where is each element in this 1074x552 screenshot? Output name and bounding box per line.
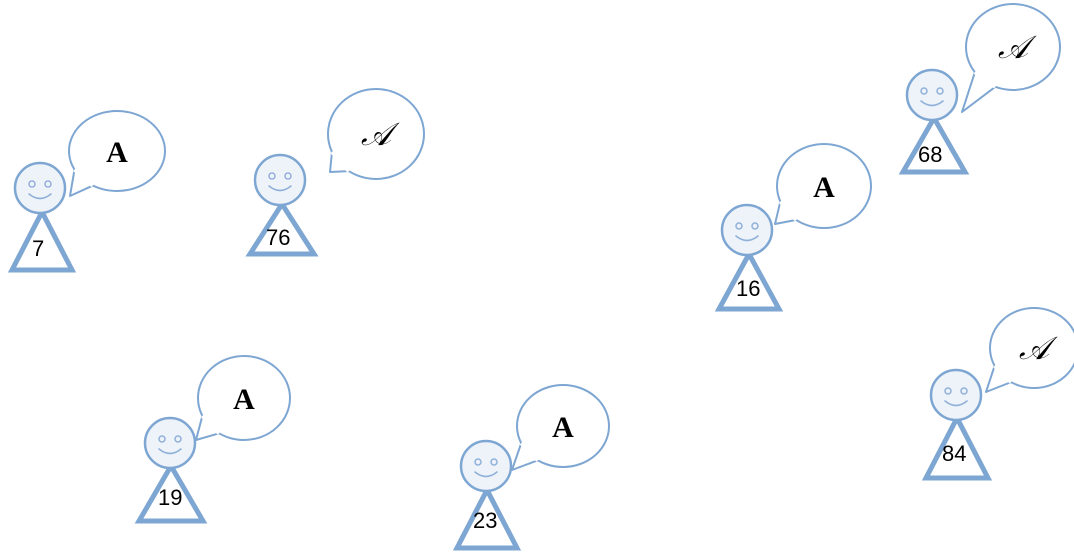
triangle-body-icon bbox=[7, 206, 77, 273]
speech-bubble-icon bbox=[195, 355, 291, 441]
speech-bubble-icon bbox=[68, 110, 166, 197]
smiley-face-icon bbox=[905, 68, 959, 122]
figure-number: 16 bbox=[736, 276, 760, 301]
speech-letter: A bbox=[552, 411, 574, 444]
speech-bubble-icon bbox=[774, 143, 872, 229]
speech-bubble-icon bbox=[511, 384, 610, 471]
triangle-body-icon bbox=[898, 112, 970, 175]
smiley-face-icon bbox=[13, 161, 67, 215]
smiley-face-icon bbox=[720, 203, 774, 257]
triangle-body-icon bbox=[714, 248, 784, 312]
speech-letter: A bbox=[233, 383, 255, 416]
figure: 𝒜84 bbox=[921, 307, 1074, 481]
figure-number: 23 bbox=[473, 508, 497, 533]
triangle-body-icon bbox=[134, 461, 208, 524]
figure: A 23 bbox=[452, 384, 610, 551]
figure-number: 19 bbox=[158, 485, 182, 510]
figure: A7 bbox=[7, 110, 166, 273]
speech-bubble-icon bbox=[985, 307, 1074, 393]
figure: A 16 bbox=[714, 143, 872, 312]
speech-bubble-icon bbox=[961, 3, 1061, 113]
speech-letter: A bbox=[813, 171, 835, 204]
triangle-body-icon bbox=[921, 412, 993, 481]
figure: 𝒜76 bbox=[245, 88, 425, 257]
figure-number: 7 bbox=[32, 236, 44, 261]
triangle-body-icon bbox=[452, 484, 522, 551]
figure-number: 84 bbox=[942, 441, 966, 466]
figure-number: 76 bbox=[266, 225, 290, 250]
smiley-face-icon bbox=[929, 368, 983, 422]
smiley-face-icon bbox=[459, 439, 513, 493]
smiley-face-icon bbox=[143, 416, 197, 470]
speech-bubble-icon bbox=[327, 88, 425, 180]
figure: A 19 bbox=[134, 355, 291, 524]
smiley-face-icon bbox=[253, 153, 307, 207]
speech-letter: A bbox=[106, 136, 128, 169]
figure: 𝒜68 bbox=[898, 3, 1061, 175]
triangle-body-icon bbox=[245, 199, 319, 257]
figure-number: 68 bbox=[918, 142, 942, 167]
